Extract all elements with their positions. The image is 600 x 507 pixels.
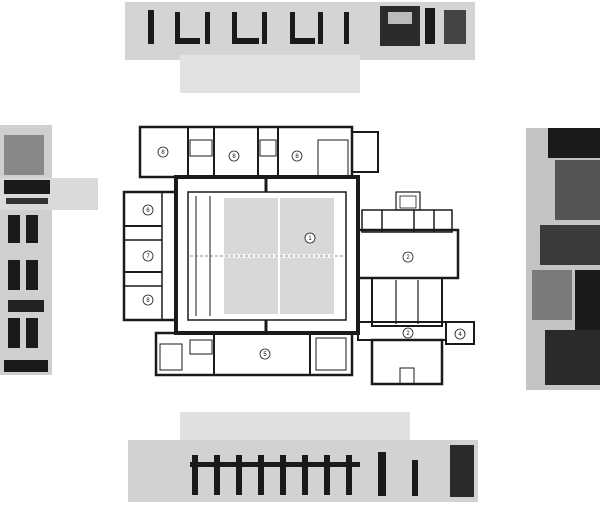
- entrance-steps: [395, 191, 421, 211]
- east-upper-mass: [555, 160, 600, 220]
- room-label-circle: [142, 250, 154, 262]
- room-label: 2: [406, 331, 410, 337]
- west-pier: [8, 318, 20, 348]
- south-band: [190, 462, 360, 467]
- east-lower-pier: [575, 270, 600, 330]
- south-pier: [324, 455, 330, 495]
- north-pier: [344, 12, 349, 44]
- north-elevation-ground-wash: [180, 55, 360, 93]
- west-band: [6, 198, 48, 204]
- room-label-circle: [259, 348, 271, 360]
- west-elevation: [0, 125, 98, 375]
- east-base: [545, 330, 600, 385]
- south-pier: [236, 455, 242, 495]
- south-pier: [192, 455, 198, 495]
- room-label-circle: [142, 294, 154, 306]
- toilet-block: [189, 339, 213, 355]
- northeast-stair-block: [351, 131, 379, 173]
- stair: [317, 139, 349, 177]
- room-label-circle: [228, 150, 240, 162]
- room-label-circle: [454, 328, 466, 340]
- north-pier: [148, 10, 154, 44]
- room-label-circle: [402, 327, 414, 339]
- south-east-wing-wall: [370, 338, 444, 386]
- east-elevation: [526, 128, 600, 390]
- room-label: 5: [263, 352, 267, 358]
- entrance-steps: [399, 195, 417, 209]
- west-pier: [26, 215, 38, 243]
- north-lintel: [237, 38, 259, 44]
- south-wing-wall: [154, 331, 354, 377]
- east-top-block: [548, 128, 600, 158]
- north-wing-wall: [138, 125, 354, 179]
- north-lintel: [180, 38, 200, 44]
- toilet-block: [189, 139, 213, 157]
- room-label: 6: [146, 208, 150, 214]
- east-lower-mass: [532, 270, 572, 320]
- south-pier: [378, 452, 386, 496]
- south-entry: [399, 367, 415, 385]
- foyer-entrance-bays: [361, 209, 453, 233]
- west-pier: [8, 260, 20, 290]
- west-band: [8, 300, 44, 312]
- south-pier: [302, 455, 308, 495]
- west-band: [4, 180, 50, 194]
- room-label-circle: [157, 146, 169, 158]
- south-pier: [258, 455, 264, 495]
- west-pier: [26, 260, 38, 290]
- floor-plan: [122, 125, 475, 386]
- north-elevation: [125, 2, 475, 93]
- room-label: 1: [308, 236, 312, 242]
- room-label: 8: [232, 154, 236, 160]
- east-mid-mass: [540, 225, 600, 265]
- lobby-wall: [371, 277, 443, 327]
- north-lintel: [295, 38, 315, 44]
- room-labels: 8 8 8 6 7 8 1 2 2 4 5: [146, 150, 462, 358]
- south-elevation: [128, 412, 478, 502]
- south-tower: [450, 445, 474, 497]
- room-label-circle: [291, 150, 303, 162]
- southwest-stair: [159, 343, 183, 371]
- room-label: 8: [146, 298, 150, 304]
- south-pier: [214, 455, 220, 495]
- north-pier: [290, 12, 295, 44]
- south-pier: [346, 455, 352, 495]
- west-base: [4, 360, 48, 372]
- north-pier: [175, 12, 180, 44]
- north-pier: [205, 12, 210, 44]
- south-pier: [412, 460, 418, 496]
- room-label: 7: [146, 254, 150, 260]
- toilet-block: [259, 139, 277, 157]
- north-pier: [232, 12, 237, 44]
- west-wing-wall: [122, 190, 178, 322]
- north-pier: [262, 12, 267, 44]
- room-label: 2: [406, 255, 410, 261]
- west-pier: [8, 215, 20, 243]
- north-pier: [318, 12, 323, 44]
- room-label-circle: [142, 204, 154, 216]
- south-pier: [280, 455, 286, 495]
- room-label-circle: [402, 251, 414, 263]
- north-end-block: [444, 10, 466, 44]
- room-label: 8: [161, 150, 165, 156]
- stair: [315, 337, 347, 371]
- room-label: 4: [458, 332, 462, 338]
- north-pier: [425, 8, 435, 44]
- west-upper-block: [4, 135, 44, 175]
- room-label-circle: [304, 232, 316, 244]
- room-label: 8: [295, 154, 299, 160]
- east-porch: [445, 321, 475, 345]
- west-pier: [26, 318, 38, 348]
- north-tower-opening: [388, 12, 412, 24]
